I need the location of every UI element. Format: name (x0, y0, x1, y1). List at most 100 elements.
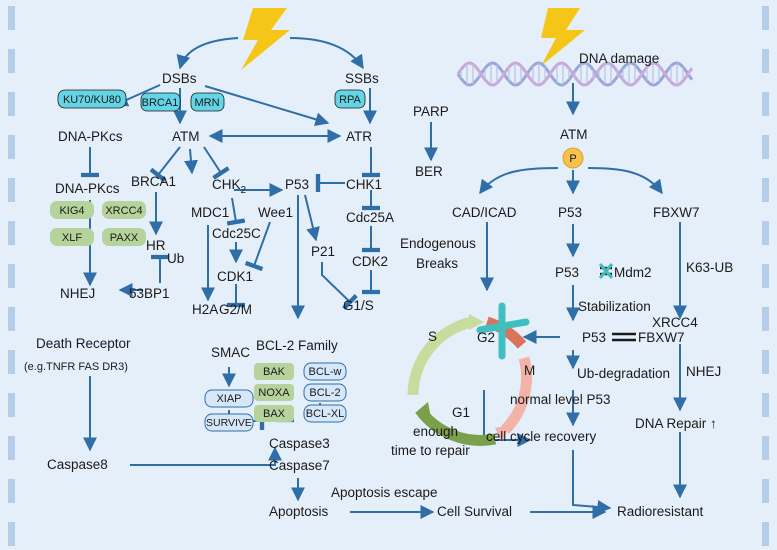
cell-survival-label: Cell Survival (437, 504, 512, 519)
bcl-xl-box (303, 404, 347, 423)
edge-tile (762, 307, 769, 331)
edge-tile (8, 92, 15, 116)
radioresistant-label: Radioresistant (617, 504, 704, 519)
xrcc4-box (102, 201, 146, 219)
s-phase-arc (407, 316, 474, 396)
edge-tile (8, 49, 15, 73)
fbxw7-label: FBXW7 (653, 205, 700, 220)
bak-label: BAK (263, 366, 286, 378)
cross-mark-icon (598, 262, 614, 280)
xiap-label: XIAP (216, 393, 241, 405)
nhej-left-label: NHEJ (60, 286, 95, 301)
cdc25a-label: Cdc25A (346, 210, 394, 225)
nhej-right-label: NHEJ (686, 364, 721, 379)
m-phase-arc (500, 356, 533, 434)
edge-tile (762, 221, 769, 245)
chk1-label: CHK1 (346, 177, 382, 192)
p53-fbxw7-fbxw7-label: FBXW7 (638, 330, 685, 345)
edge-tile (762, 393, 769, 417)
edge-tile (8, 178, 15, 202)
edge-tile (8, 307, 15, 331)
xlf-box (50, 228, 94, 246)
bax-label: BAX (263, 408, 286, 420)
bcl-w-box (303, 362, 347, 381)
xlf-label: XLF (62, 232, 82, 244)
smac-label: SMAC (211, 345, 250, 360)
edge-tile (762, 92, 769, 116)
chk2-label: CHK2 (212, 177, 247, 196)
edge-tile (8, 393, 15, 417)
p53-right-label: P53 (558, 205, 582, 220)
rpa-box-label: RPA (339, 94, 361, 106)
edge-tile (8, 135, 15, 159)
s-phase-label: S (428, 329, 437, 344)
atm-right-label: ATM (560, 127, 588, 142)
ub-degradation-label: Ub-degradation (577, 366, 670, 381)
atm-label: ATM (172, 129, 200, 144)
caspase7-label: Caspase7 (269, 458, 330, 473)
edge-tile (8, 436, 15, 460)
edge-tile (762, 135, 769, 159)
cross-mark-icon (476, 302, 530, 360)
edge-tile (8, 350, 15, 374)
endogenous-label: Endogenous (400, 236, 476, 251)
breaks-label: Breaks (416, 256, 458, 271)
noxa-label: NOXA (258, 387, 290, 399)
ub-label: Ub (167, 251, 184, 266)
noxa-box (254, 384, 294, 401)
apoptosis-escape-label: Apoptosis escape (331, 485, 438, 500)
edge-tile (762, 178, 769, 202)
g2m-label: G2/M (219, 302, 252, 317)
cell-cycle-recovery-label: cell cycle recovery (486, 429, 597, 444)
ku70-ku80-label: KU70/KU80 (63, 94, 121, 106)
dna-pkcs-label: DNA-PKcs (58, 129, 123, 144)
dna-pkcs-complex-label: DNA-PKcs (55, 181, 120, 196)
g1-phase-label: G1 (452, 405, 470, 420)
kig4-label: KIG4 (59, 205, 84, 217)
dna-helix-icon (456, 61, 694, 87)
g2-label: G2 (477, 330, 495, 345)
g1-phase-arc (415, 406, 497, 446)
dna-repair-label: DNA Repair ↑ (635, 416, 717, 431)
ber-label: BER (415, 164, 443, 179)
brca1-label: BRCA1 (131, 174, 176, 189)
dsbs-label: DSBs (162, 71, 197, 86)
mdc1-label: MDC1 (191, 205, 229, 220)
edge-tile (762, 436, 769, 460)
bak-box (254, 363, 294, 380)
hr-label: HR (146, 238, 166, 253)
cell-cycle-diagram (407, 316, 533, 446)
stabilization-label: Stabilization (578, 299, 651, 314)
caspase3-label: Caspase3 (269, 436, 330, 451)
atr-label: ATR (346, 129, 372, 144)
ssbs-label: SSBs (345, 71, 379, 86)
edge-tile (762, 350, 769, 374)
bcl-2-box (303, 383, 347, 402)
p53-fbxw7-p53-label: P53 (582, 330, 606, 345)
brca1-box-label: BRCA1 (142, 97, 179, 109)
xrcc4-box-label: XRCC4 (105, 205, 142, 217)
edge-tile (762, 264, 769, 288)
survive-box (204, 413, 254, 432)
mrn-box (190, 92, 225, 112)
apoptosis-label: Apoptosis (269, 504, 329, 519)
h2a-label: H2A (192, 302, 218, 317)
edge-tile (8, 522, 15, 546)
xrcc4-right-label: XRCC4 (652, 315, 698, 330)
phosphate-badge-icon (562, 147, 584, 169)
p-badge-label: P (569, 153, 576, 165)
53bp1-label: 53BP1 (129, 286, 170, 301)
brca1-box (140, 92, 181, 112)
death-receptor-examples: (e.g.TNFR FAS DR3) (24, 361, 128, 373)
edge-tile (8, 6, 15, 30)
mdm2-label: Mdm2 (614, 265, 652, 280)
g2-phase-arc (485, 316, 527, 349)
edge-tile (8, 264, 15, 288)
p53-label: P53 (285, 177, 309, 192)
dna-damage-label: DNA damage (579, 51, 659, 66)
rpa-box (334, 89, 366, 109)
ku70-ku80-box (57, 89, 127, 109)
bcl-xl-label: BCL-XL (306, 408, 345, 420)
